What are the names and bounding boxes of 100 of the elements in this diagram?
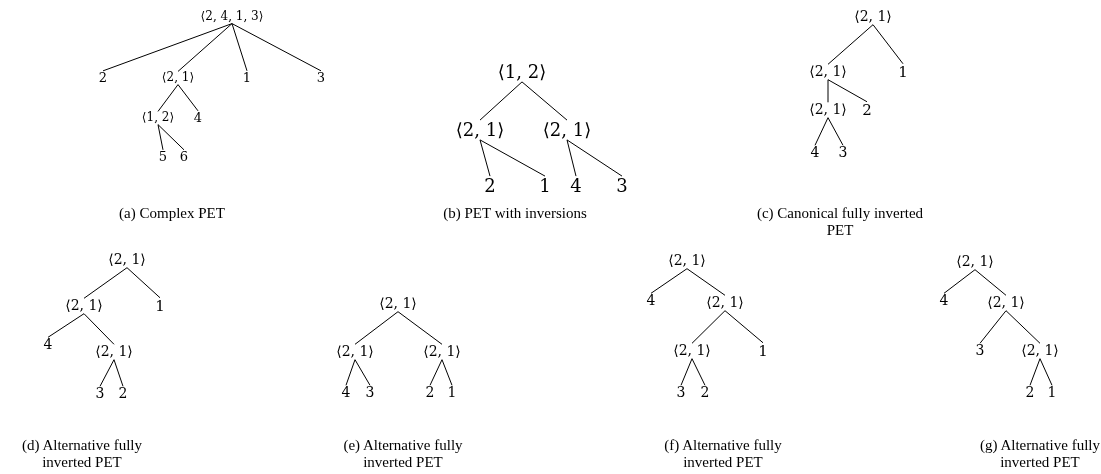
node-label: ⟨2, 1⟩ [668,253,706,269]
figure-caption: (c) Canonical fully inverted PET [755,205,925,240]
tree-branch-line [686,268,726,296]
tree-branch-line [354,311,399,345]
tree-branch-line [1039,358,1053,386]
tree-branch-line [231,23,322,72]
tree-branch-line [354,359,371,386]
node-label: 3 [616,176,628,196]
node-label: ⟨2, 1⟩ [987,295,1025,311]
tree-branch-line [1029,358,1041,386]
figure-caption: (g) Alternative fully inverted PET [979,437,1101,472]
node-label: 4 [341,385,351,401]
tree-branch-line [157,124,164,151]
figure-caption: (e) Alternative fully inverted PET [342,437,464,472]
figure-caption: (d) Alternative fully inverted PET [21,437,143,472]
node-label: ⟨2, 1⟩ [854,9,892,25]
tree-branch-line [99,359,115,387]
node-label: 2 [425,385,435,401]
node-label: 2 [118,386,128,402]
tree-branch-line [521,81,568,121]
node-label: 4 [193,110,203,126]
node-label: ⟨2, 1⟩ [809,64,847,80]
node-label: ⟨2, 1⟩ [706,295,744,311]
node-label: ⟨2, 1⟩ [336,344,374,360]
node-label: 2 [484,176,496,196]
tree-branch-line [83,313,115,345]
node-label: ⟨2, 1⟩ [379,296,417,312]
node-label: 3 [975,343,985,359]
figure-caption: (f) Alternative fully inverted PET [663,437,783,472]
tree-branch-line [231,23,248,72]
node-label: 5 [158,149,168,165]
node-label: 3 [316,70,326,86]
node-label: 1 [539,176,551,196]
tree-branch-line [157,124,185,151]
tree-branch-line [566,139,623,177]
node-label: 1 [242,70,252,86]
tree-branch-line [680,358,693,386]
tree-branch-line [102,23,233,72]
node-label: ⟨2, 1⟩ [809,102,847,118]
tree-branch-line [345,359,356,386]
node-label: 4 [939,293,949,309]
tree-branch-line [827,24,874,65]
tree-branch-line [441,359,453,386]
tree-branch-line [479,81,523,121]
tree-branch-line [47,313,85,338]
node-label: ⟨2, 1⟩ [161,71,195,85]
node-label: ⟨2, 1⟩ [542,120,592,140]
tree-branch-line [479,139,546,177]
node-label: 4 [43,337,53,353]
node-label: 3 [838,145,848,161]
tree-branch-line [691,310,726,344]
tree-branch-line [827,117,844,146]
tree-branch-line [979,310,1007,344]
tree-branch-line [113,359,124,387]
node-label: 3 [676,385,686,401]
tree-branch-line [157,84,179,112]
node-label: ⟨2, 4, 1, 3⟩ [200,10,264,24]
node-label: 3 [95,386,105,402]
node-label: 4 [810,145,820,161]
node-label: 6 [179,149,189,165]
node-label: 1 [758,342,768,360]
tree-branch-line [724,310,764,344]
node-label: 4 [570,176,582,196]
tree-branch-line [566,139,577,177]
tree-branch-line [691,358,706,386]
tree-branch-line [827,79,829,103]
tree-branch-line [814,117,829,146]
tree-branch-line [83,267,128,299]
figure-caption: (b) PET with inversions [442,205,588,223]
node-label: ⟨1, 2⟩ [497,62,547,82]
node-label: ⟨2, 1⟩ [673,343,711,359]
node-label: 1 [1047,385,1057,401]
node-label: ⟨1, 2⟩ [141,111,175,125]
node-label: ⟨2, 1⟩ [95,344,133,360]
node-label: 4 [646,293,656,309]
node-label: 1 [898,63,908,81]
tree-branch-line [177,23,233,72]
tree-branch-line [974,269,1007,296]
node-label: ⟨2, 1⟩ [956,254,994,270]
node-label: ⟨2, 1⟩ [423,344,461,360]
node-label: ⟨2, 1⟩ [65,298,103,314]
node-label: ⟨2, 1⟩ [108,252,146,268]
tree-branch-line [650,268,688,294]
node-label: 3 [365,385,375,401]
tree-branch-line [126,267,161,299]
tree-branch-line [827,79,868,103]
node-label: ⟨2, 1⟩ [455,120,505,140]
tree-branch-line [177,84,199,112]
tree-branch-line [479,139,491,177]
node-label: 2 [862,101,872,119]
tree-branch-line [872,24,904,65]
tree-branch-line [429,359,443,386]
tree-branch-line [943,269,976,294]
node-label: 1 [447,385,457,401]
node-label: 2 [700,385,710,401]
figure-caption: (a) Complex PET [118,205,226,223]
node-label: 2 [1025,385,1035,401]
node-label: 2 [98,70,108,86]
node-label: 1 [155,297,165,315]
tree-branch-line [397,311,443,345]
